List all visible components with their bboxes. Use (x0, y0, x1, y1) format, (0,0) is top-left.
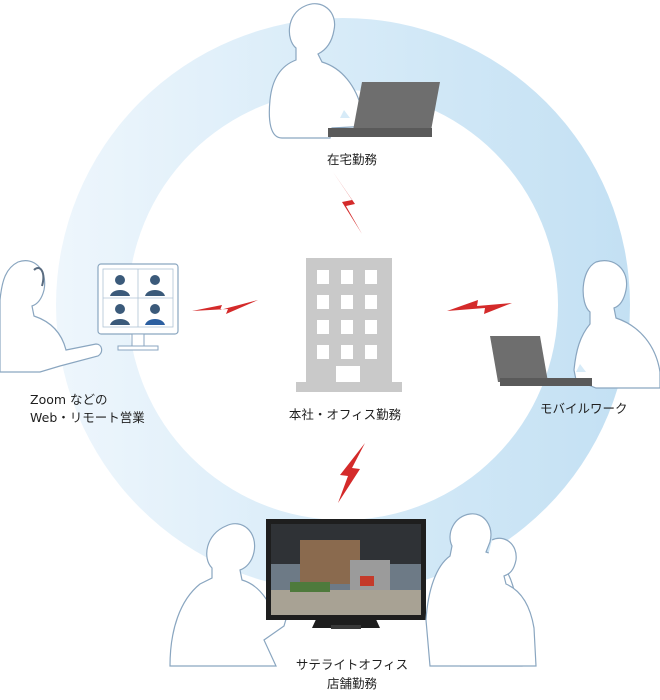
web-monitor-icon (97, 263, 179, 351)
lightning-group (192, 172, 512, 503)
web-worker-figure (0, 260, 103, 373)
mobile-laptop-icon (490, 336, 592, 386)
web-label-line1: Zoom などの (30, 392, 108, 407)
home-laptop-icon (328, 82, 440, 137)
center-label: 本社・オフィス勤務 (288, 407, 402, 422)
office-building-icon (296, 258, 402, 392)
satellite-person-right (425, 513, 537, 667)
web-label-line2: Web・リモート営業 (30, 410, 145, 425)
mobile-worker-figure (573, 260, 660, 389)
satellite-label-line2: 店舗勤務 (326, 676, 378, 691)
mobile-label: モバイルワーク (540, 401, 628, 416)
home-label: 在宅勤務 (326, 152, 378, 167)
lightning-icon-right (447, 300, 512, 314)
lightning-icon-bottom (338, 443, 365, 503)
home-worker-figure (268, 3, 374, 139)
presentation-screen-icon (266, 519, 426, 629)
lightning-icon-top (333, 172, 362, 234)
satellite-label-line1: サテライトオフィス (295, 657, 409, 672)
